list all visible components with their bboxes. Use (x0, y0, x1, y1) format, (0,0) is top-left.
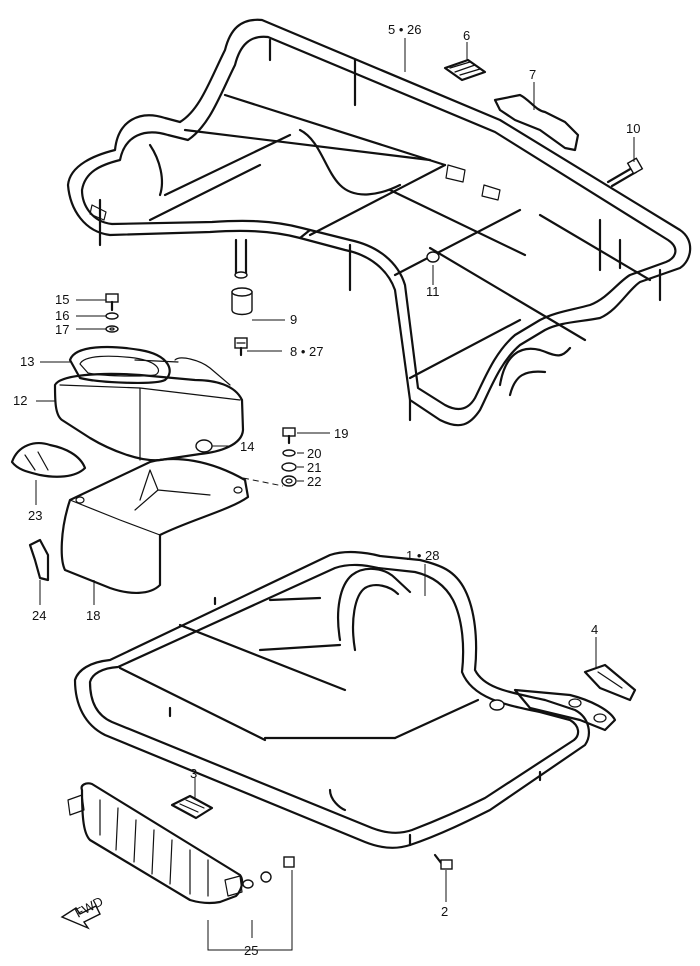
bracket-18 (60, 457, 250, 594)
collar-11 (426, 251, 440, 263)
label-15: 15 (55, 292, 69, 307)
grommet-14 (195, 439, 213, 453)
cushion-9 (231, 287, 253, 316)
rear-carrier (66, 18, 692, 427)
washer-25a (242, 879, 254, 889)
bolt-25 (283, 856, 295, 868)
label-13: 13 (20, 354, 34, 369)
storage-box-12 (53, 357, 245, 462)
label-19: 19 (334, 426, 348, 441)
bracket-7 (493, 93, 580, 152)
label-24: 24 (32, 608, 46, 623)
label-1-28: 1 • 28 (406, 548, 439, 563)
label-14: 14 (240, 439, 254, 454)
label-9: 9 (290, 312, 297, 327)
bolt-2 (433, 853, 453, 870)
label-17: 17 (55, 322, 69, 337)
label-22: 22 (307, 474, 321, 489)
front-carrier (73, 550, 617, 849)
bolt-15 (105, 293, 119, 312)
rubber-pad-3 (170, 794, 214, 820)
rubber-pad-4 (583, 663, 637, 702)
label-4: 4 (591, 622, 598, 637)
label-3: 3 (190, 766, 197, 781)
cover-23 (10, 442, 87, 478)
label-2: 2 (441, 904, 448, 919)
label-18: 18 (86, 608, 100, 623)
bolt-19 (282, 427, 296, 445)
washer-16 (105, 312, 119, 320)
label-12: 12 (13, 393, 27, 408)
label-20: 20 (307, 446, 321, 461)
rubber-pad-6 (443, 58, 487, 82)
label-10: 10 (626, 121, 640, 136)
label-16: 16 (55, 308, 69, 323)
grommet-22 (281, 475, 297, 487)
label-21: 21 (307, 460, 321, 475)
fwd-arrow-icon: FWD (60, 894, 106, 930)
washer-25b (260, 871, 272, 883)
leader-lines (35, 38, 635, 951)
gasket-13 (68, 345, 171, 384)
label-7: 7 (529, 67, 536, 82)
label-5-26: 5 • 26 (388, 22, 421, 37)
label-11: 11 (426, 284, 440, 299)
washer-20 (282, 449, 296, 457)
label-25: 25 (244, 943, 258, 958)
part-labels: 1 • 28 2 3 4 5 • 26 6 7 8 • 27 9 10 11 1… (13, 22, 640, 958)
bolt-10 (606, 157, 644, 188)
clip-24 (28, 538, 50, 582)
washer-17 (105, 325, 119, 333)
guard-25 (67, 782, 244, 905)
label-6: 6 (463, 28, 470, 43)
washer-21 (281, 462, 297, 472)
label-23: 23 (28, 508, 42, 523)
bolt-8 (234, 337, 248, 357)
label-8-27: 8 • 27 (290, 344, 323, 359)
